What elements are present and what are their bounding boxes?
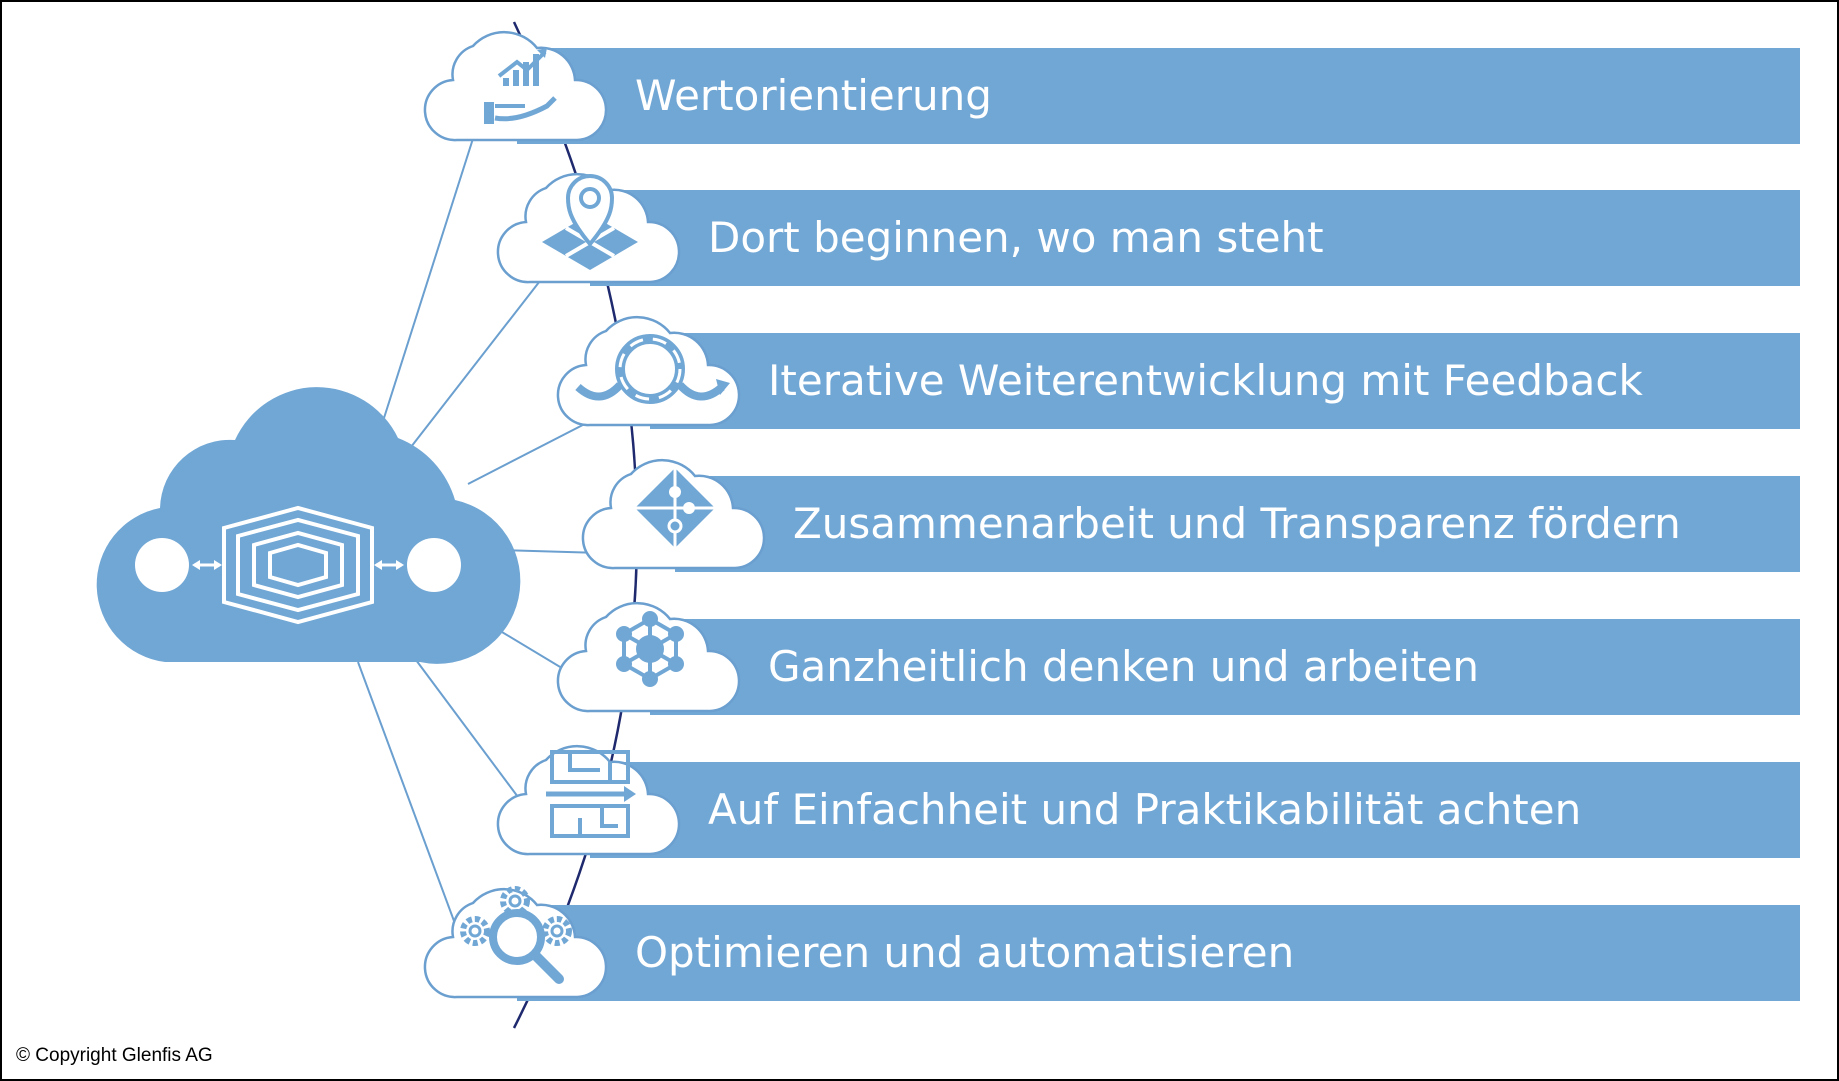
network-hub-icon [616,611,684,687]
hub-cloud [96,387,521,664]
principle-cloud [423,30,608,142]
principle-bar [517,48,1800,144]
principle-cloud [496,744,681,856]
principle-bar [590,762,1800,858]
principle-clouds [423,30,766,999]
principle-label: Ganzheitlich denken und arbeiten [768,642,1479,691]
principle-cloud [556,601,741,713]
maze-icon [546,750,636,838]
principle-bar [650,333,1800,429]
principle-bar [517,905,1800,1001]
principle-cloud [556,315,741,427]
value-growth-hand-icon [484,48,557,124]
gears-magnifier-icon [460,886,572,984]
hexagon-connector-icon [135,505,461,625]
spoke-line [383,125,478,419]
principle-bar [650,619,1800,715]
principle-label: Auf Einfachheit und Praktikabilität acht… [708,785,1581,834]
principle-label: Wertorientierung [635,71,992,120]
principle-label: Zusammenarbeit und Transparenz fördern [793,499,1681,548]
principle-label: Optimieren und automatisieren [635,928,1294,977]
principle-bar [590,190,1800,286]
principle-label: Dort beginnen, wo man steht [708,213,1324,262]
principle-cloud [496,172,681,284]
principle-bars [517,48,1800,1001]
copyright-text: © Copyright Glenfis AG [16,1045,213,1066]
puzzle-icon [635,468,715,548]
spoke-line [403,267,551,457]
principle-cloud [423,886,608,999]
principle-label: Iterative Weiterentwicklung mit Feedback [768,356,1643,405]
location-pin-map-icon [542,174,638,270]
principle-bar [675,476,1800,572]
principle-cloud [581,458,766,570]
hub-cloud-shape [96,387,521,664]
iteration-cycle-icon [575,334,730,404]
